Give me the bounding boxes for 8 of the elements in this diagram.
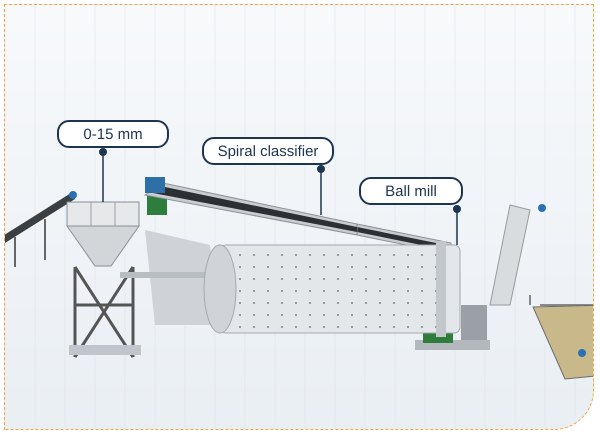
spiral-classifier-drawing <box>145 177 357 235</box>
leader-line <box>317 165 325 215</box>
callout-label: Spiral classifier <box>202 137 334 165</box>
leader-line <box>99 148 107 202</box>
callout-label: Ball mill <box>359 177 463 205</box>
hopper-drawing <box>63 200 143 268</box>
leader-line <box>453 205 461 245</box>
callout-label: 0-15 mm <box>57 120 169 148</box>
